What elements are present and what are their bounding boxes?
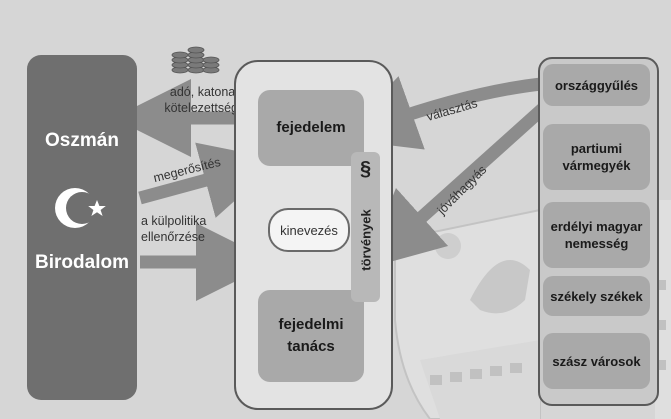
laws-bar: [351, 152, 380, 302]
ottoman-empire-box: Oszmán Birodalom: [27, 55, 137, 400]
section-sign-icon: §: [359, 158, 372, 180]
ottoman-label-line1: Oszmán: [45, 130, 119, 151]
crescent-star-icon: [55, 188, 106, 228]
partium-counties-box: partiumi vármegyék: [543, 124, 650, 190]
szekely-seats-box: székely székek: [543, 276, 650, 316]
transylvanian-nobility-box: erdélyi magyar nemesség: [543, 202, 650, 268]
ottoman-label-line2: Birodalom: [35, 252, 129, 273]
diet-box: országgyűlés: [543, 64, 650, 106]
laws-label: törvények: [358, 209, 374, 271]
princely-council-box: fejedelmi tanács: [258, 290, 364, 382]
prince-box: fejedelem: [258, 90, 364, 166]
foreign-policy-label: a külpolitika ellenőrzése: [141, 214, 207, 244]
coins-icon: [171, 46, 220, 74]
tax-label: adó, katonai kötelezettség: [164, 85, 238, 115]
appointment-label: kinevezés: [268, 208, 350, 252]
arrow-approval: [363, 99, 553, 270]
saxon-towns-box: szász városok: [543, 333, 650, 389]
arrow-election: [338, 76, 542, 150]
arrow-confirmation: [138, 142, 281, 218]
